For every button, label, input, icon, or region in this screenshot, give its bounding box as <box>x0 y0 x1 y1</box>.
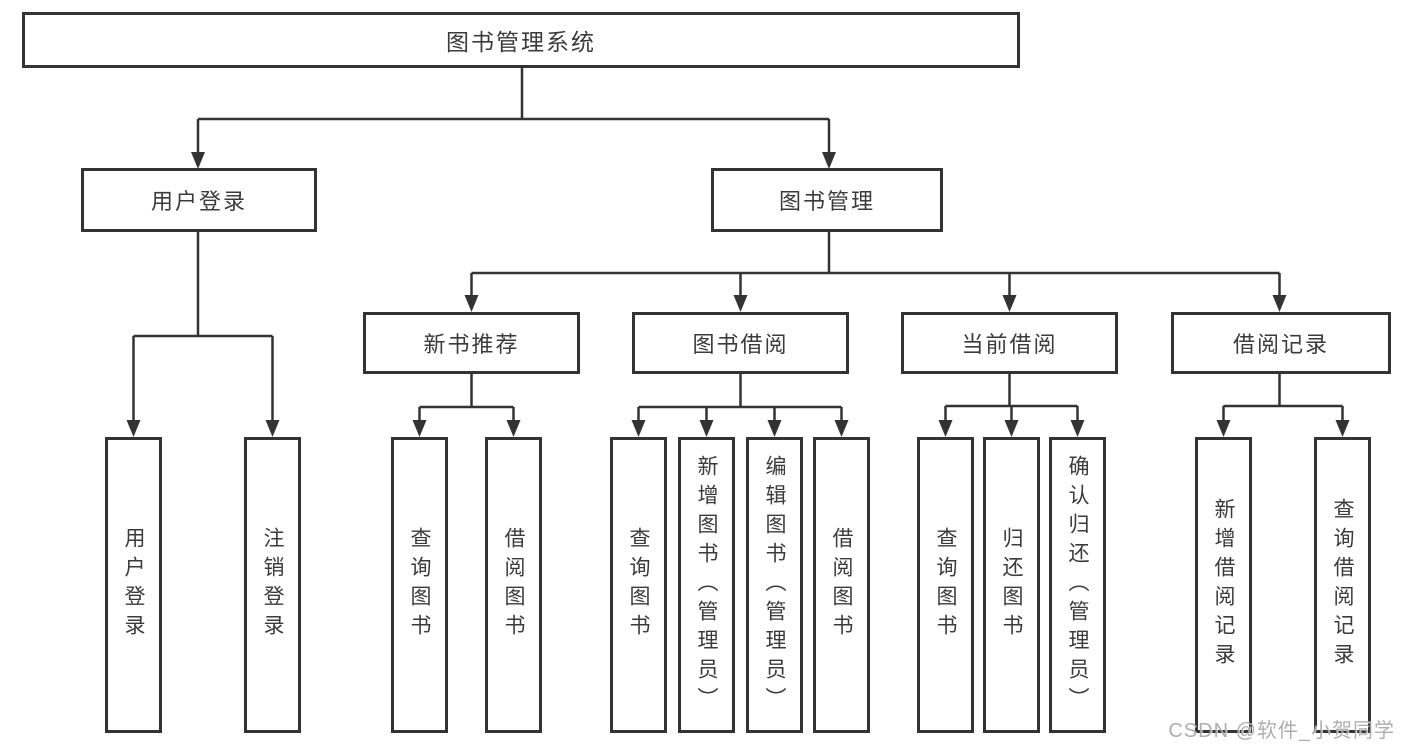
node-new-book-recommend: 新书推荐 <box>363 312 580 374</box>
node-library-management-system: 图书管理系统 <box>22 12 1020 68</box>
node-current-borrowing: 当前借阅 <box>901 312 1118 374</box>
leaf-confirm-return-admin: 确认归还（管理员） <box>1049 437 1106 733</box>
leaf-borrow-books-borrowing: 借阅图书 <box>813 437 870 733</box>
leaf-query-books-current: 查询图书 <box>917 437 974 733</box>
leaf-add-book-admin: 新增图书（管理员） <box>678 437 735 733</box>
node-user-login: 用户登录 <box>81 168 317 232</box>
leaf-logout: 注销登录 <box>244 437 301 733</box>
leaf-query-borrow-record: 查询借阅记录 <box>1314 437 1371 733</box>
leaf-borrow-books-recommend: 借阅图书 <box>485 437 542 733</box>
leaf-add-borrow-record: 新增借阅记录 <box>1195 437 1252 733</box>
leaf-return-book: 归还图书 <box>983 437 1040 733</box>
leaf-query-books-borrowing: 查询图书 <box>610 437 667 733</box>
node-book-management: 图书管理 <box>711 168 943 232</box>
node-book-borrowing: 图书借阅 <box>632 312 849 374</box>
node-borrowing-records: 借阅记录 <box>1171 312 1391 374</box>
csdn-watermark: CSDN @软件_小贺同学 <box>1168 720 1395 742</box>
leaf-query-books-recommend: 查询图书 <box>391 437 448 733</box>
leaf-edit-book-admin: 编辑图书（管理员） <box>746 437 803 733</box>
leaf-user-login: 用户登录 <box>105 437 162 733</box>
